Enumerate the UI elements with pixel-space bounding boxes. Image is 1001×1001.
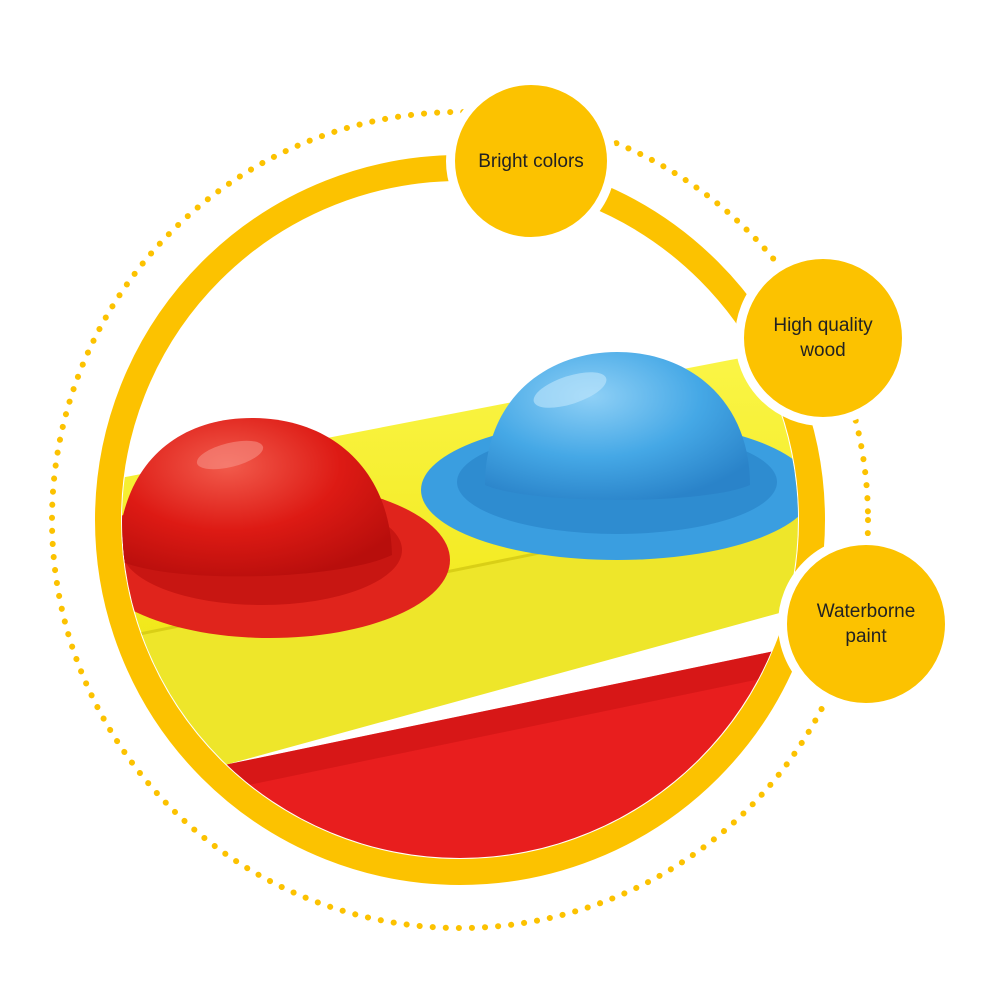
feature-badge-bright-colors: Bright colors [446,76,616,246]
feature-label: Bright colors [478,150,584,172]
yellow-board-side [122,480,798,780]
dotted-outer-ring [49,109,871,931]
feature-badge-high-quality-wood: High quality wood [735,250,911,426]
feature-badge-waterborne-paint: Waterborne paint [778,536,954,712]
feature-label: Waterborne paint [816,601,916,647]
red-ball [122,418,392,577]
feature-label: High quality wood [773,315,873,361]
